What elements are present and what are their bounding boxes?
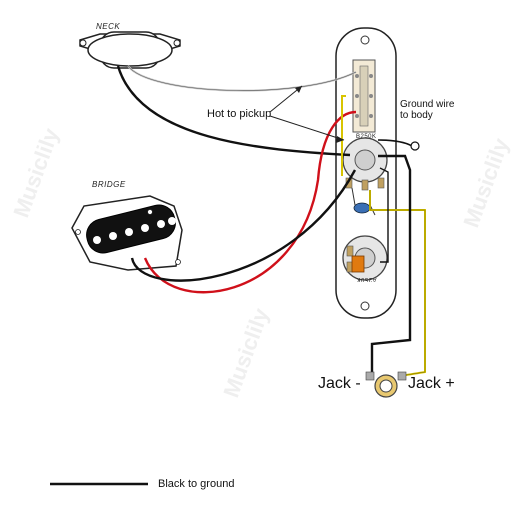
- wire-switch-yellow: [341, 95, 346, 176]
- bridge-pickup: [71, 195, 183, 271]
- selector-switch: [352, 59, 376, 133]
- wire-ground-body: [377, 139, 413, 147]
- volume-pot-marking: B250K: [356, 134, 377, 140]
- bridge-caption: BRIDGE: [92, 180, 126, 189]
- ground-ring-terminal: [410, 141, 420, 151]
- volume-pot: [342, 137, 388, 191]
- jack-plus-label: Jack +: [408, 375, 455, 392]
- tone-pot-marking: A250K: [356, 276, 377, 282]
- hot-to-pickup-label: Hot to pickup: [207, 108, 272, 120]
- wire-jack-ground: [370, 154, 412, 372]
- tone-pot: [342, 235, 388, 281]
- jack-minus-label: Jack -: [318, 375, 361, 392]
- legend-black-label: Black to ground: [158, 478, 235, 490]
- hot-to-pickup-arrows: [269, 85, 345, 143]
- neck-caption: NECK: [96, 22, 121, 31]
- output-jack: [365, 371, 407, 398]
- ground-wire-label: Ground wire to body: [400, 99, 455, 121]
- wire-bridge-red: [143, 110, 357, 294]
- wire-neck-white: [127, 65, 357, 92]
- wire-bridge-black: [130, 169, 357, 282]
- wire-pot-jumper: [379, 167, 389, 263]
- neck-pickup: [79, 31, 181, 69]
- wire-neck-black: [116, 65, 351, 157]
